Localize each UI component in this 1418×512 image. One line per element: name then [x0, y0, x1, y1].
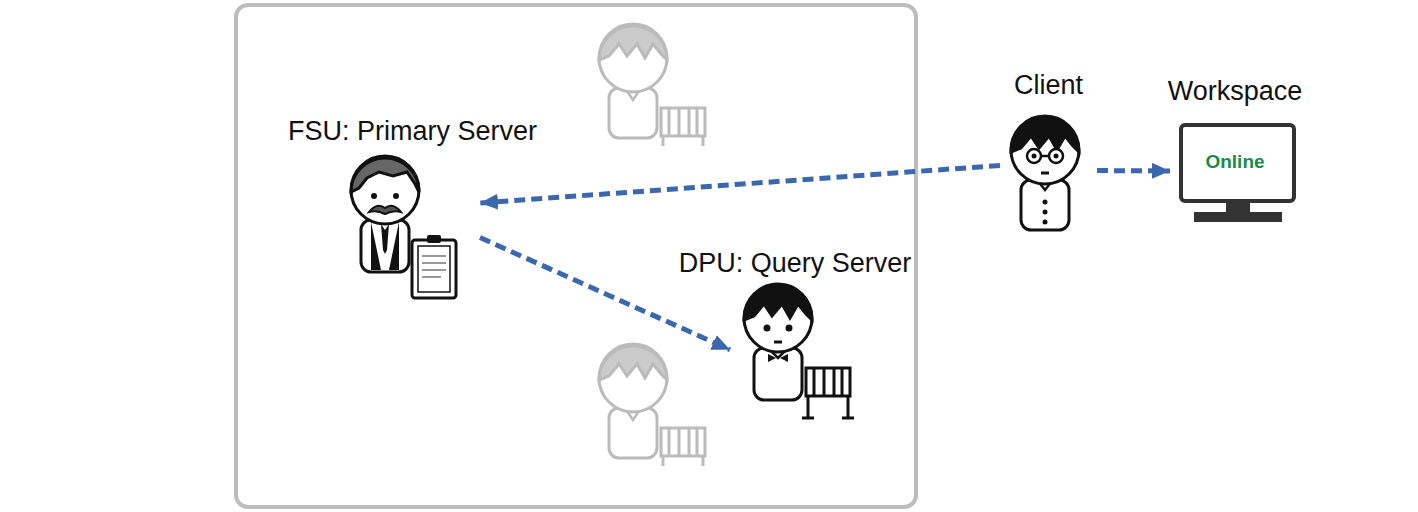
client-figure: [1011, 116, 1079, 230]
node-label: Workspace: [1168, 76, 1303, 106]
cluster-frame: [236, 5, 916, 507]
worker-figure: [744, 284, 854, 418]
person-node: FSU: Primary Server: [345, 152, 480, 302]
dashed-arrow: [480, 238, 730, 350]
node-label: FSU: Primary Server: [288, 116, 537, 146]
status-text: Online: [1170, 151, 1300, 173]
dashed-arrow: [480, 165, 1000, 203]
person-node: DPU: Query Server: [730, 284, 860, 424]
idle-worker: [599, 344, 705, 466]
node-label: DPU: Query Server: [679, 248, 912, 278]
idle-worker: [599, 24, 705, 146]
node-label: Client: [1014, 70, 1083, 100]
monitor-icon: [1181, 125, 1294, 222]
manager-figure: [351, 156, 456, 298]
person-node: Client: [1000, 104, 1097, 232]
dashed-arrow: [1097, 168, 1170, 173]
person-node: WorkspaceOnline: [1170, 122, 1300, 224]
